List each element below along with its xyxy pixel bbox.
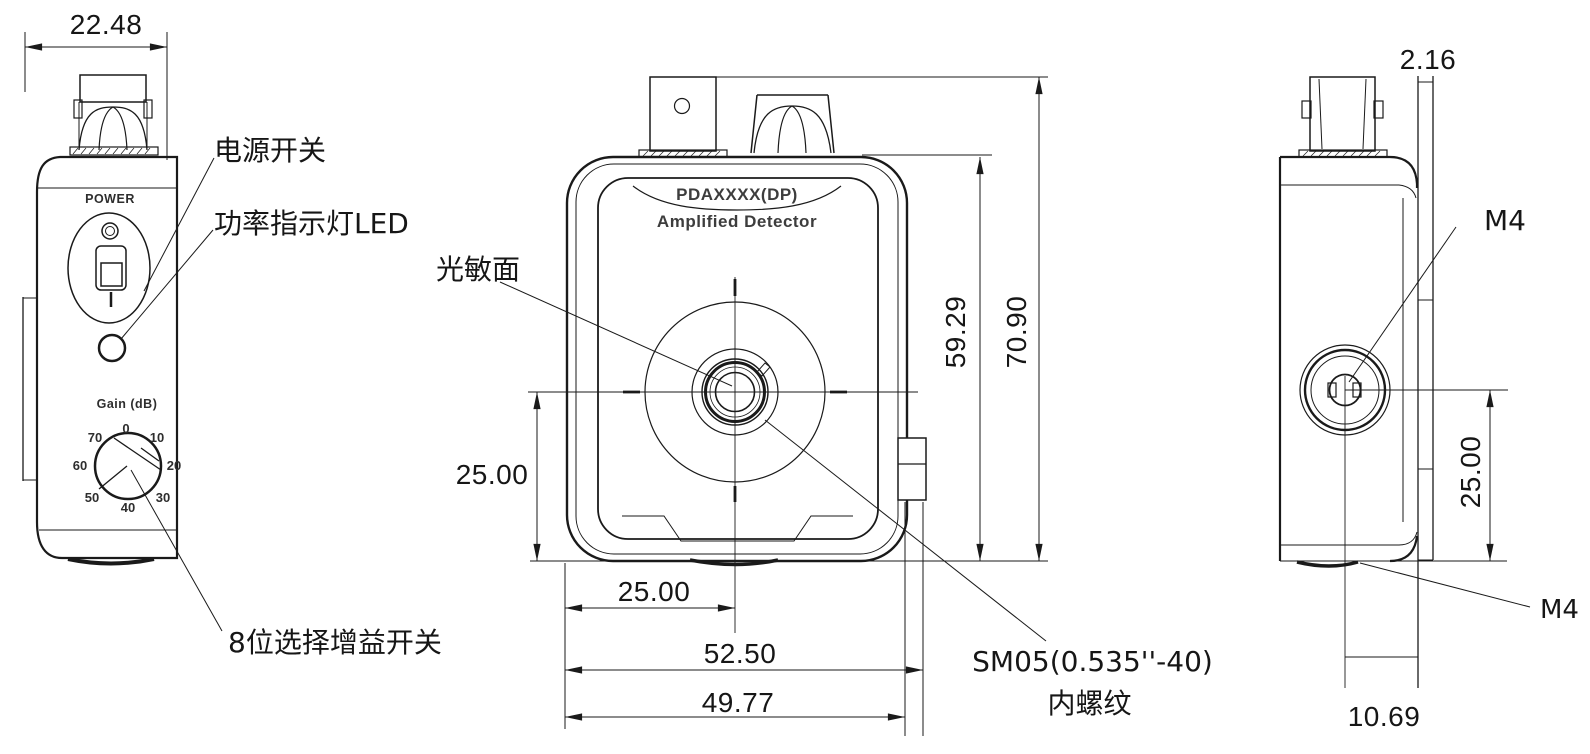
gain-scale-30: 30 <box>155 490 171 505</box>
gain-scale-10: 10 <box>149 430 165 445</box>
dim-left-width: 22.48 <box>69 9 143 40</box>
dim-overall-width: 52.50 <box>703 638 777 669</box>
model-label: PDAXXXX(DP) <box>676 185 798 204</box>
label-thread-spec: SM05(0.535''-40) <box>972 645 1213 678</box>
front-leader-lines <box>499 281 1047 642</box>
gain-dial-label: Gain (dB) <box>96 397 158 411</box>
label-m4-bottom: M4 <box>1540 595 1579 625</box>
label-thread-type: 内螺纹 <box>1047 687 1132 720</box>
gain-dial <box>93 431 163 501</box>
bnc-flange-icon <box>638 76 728 158</box>
left-leader-lines <box>120 157 223 632</box>
subtitle-label: Amplified Detector <box>656 212 818 231</box>
bnc-connector-right-icon <box>1298 76 1388 158</box>
label-m4-top: M4 <box>1484 204 1526 237</box>
power-label: POWER <box>85 192 135 206</box>
gain-scale-40: 40 <box>120 500 136 515</box>
dim-aperture-height: 25.00 <box>455 459 529 490</box>
right-leader-lines <box>1348 226 1531 608</box>
gain-scale-60: 60 <box>72 458 88 473</box>
front-view <box>499 76 1048 736</box>
m4-mounting-hole <box>1299 344 1508 688</box>
gain-scale-70: 70 <box>87 430 103 445</box>
rocker-switch <box>95 245 127 291</box>
gain-scale-20: 20 <box>166 458 182 473</box>
left-housing-outline <box>22 155 179 566</box>
gain-scale-50: 50 <box>84 490 100 505</box>
dim-hole-to-front: 10.69 <box>1347 701 1421 732</box>
dim-lip-thickness: 2.16 <box>1399 44 1457 75</box>
thumbscrew-icon <box>750 94 835 154</box>
dim-body-width: 49.77 <box>701 687 775 718</box>
aperture-assembly <box>528 277 918 633</box>
label-banner-arc <box>632 185 842 211</box>
power-indicator-ring <box>101 222 119 240</box>
dim-body-height: 59.29 <box>940 295 971 369</box>
front-housing-outline <box>565 155 909 567</box>
right-housing-outline <box>1278 76 1434 688</box>
right-dimension-lines <box>1280 390 1507 658</box>
gain-scale-0: 0 <box>122 421 130 436</box>
dim-aperture-offset: 25.00 <box>617 576 691 607</box>
dim-overall-height: 70.90 <box>1001 295 1032 369</box>
power-switch <box>67 212 151 324</box>
label-power-led: 功率指示灯LED <box>214 207 409 240</box>
side-connector-protrusion <box>897 437 927 501</box>
dim-left-width-lines <box>24 32 168 160</box>
left-side-view <box>22 32 223 632</box>
label-gain-switch: 8位选择增益开关 <box>228 626 442 659</box>
power-led-icon <box>97 333 127 363</box>
bnc-connector-left-icon <box>69 74 159 156</box>
label-power-switch: 电源开关 <box>214 134 327 167</box>
front-dimension-lines <box>530 76 1048 736</box>
right-side-view <box>1278 76 1531 688</box>
label-photosensitive-surface: 光敏面 <box>436 253 521 286</box>
dim-hole-height: 25.00 <box>1455 435 1486 509</box>
